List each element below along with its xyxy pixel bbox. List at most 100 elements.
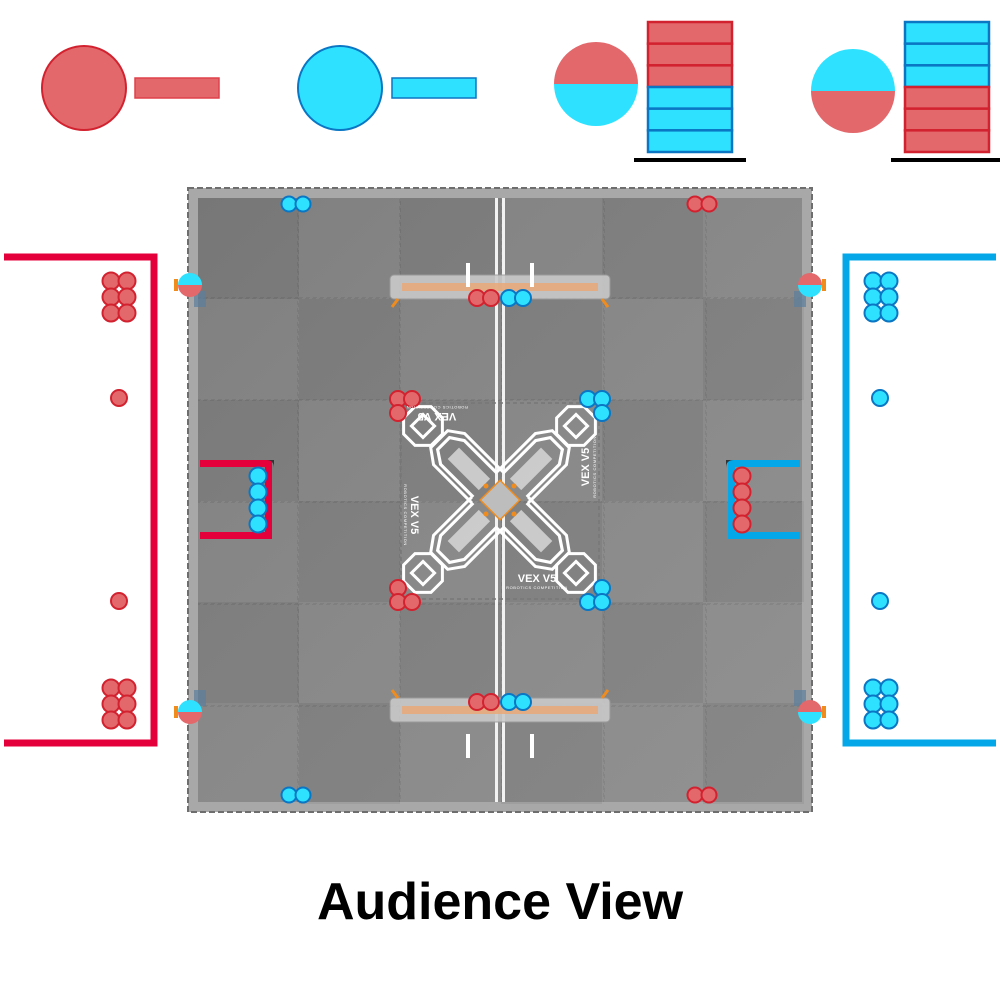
blue-over-red-stack bbox=[811, 20, 1000, 162]
red-goal-ring bbox=[732, 498, 752, 518]
stake-foot bbox=[600, 298, 610, 308]
red-half-ring bbox=[798, 273, 822, 285]
ladder-corner bbox=[483, 483, 489, 489]
diamond-outline bbox=[562, 559, 590, 587]
red-stake-ring bbox=[482, 693, 500, 711]
blue-ring-stack bbox=[863, 271, 899, 323]
blue-ring bbox=[863, 710, 883, 730]
red-ring bbox=[117, 694, 137, 714]
x-arm bbox=[496, 496, 571, 571]
red-ring-stack bbox=[101, 678, 137, 730]
blue-stake-ring bbox=[514, 693, 532, 711]
stake-post bbox=[530, 263, 534, 287]
blue-edge-ring bbox=[294, 195, 312, 213]
field-tile bbox=[198, 602, 299, 703]
arm-pad bbox=[509, 509, 553, 553]
ground-line bbox=[634, 158, 746, 162]
vex-logo-subtitle: ROBOTICS COMPETITION bbox=[506, 585, 568, 590]
arm-inner bbox=[435, 501, 499, 565]
red-single-ring bbox=[110, 389, 128, 407]
blue-ring-cluster bbox=[579, 390, 611, 422]
goal-rail bbox=[728, 460, 800, 467]
arm-pad bbox=[447, 509, 491, 553]
blue-goal-ring bbox=[248, 514, 268, 534]
corner-marker bbox=[555, 405, 597, 447]
legend bbox=[41, 20, 1000, 162]
red-stacked-ring-icon bbox=[903, 107, 991, 132]
red-ring bbox=[101, 678, 121, 698]
arm-pad bbox=[447, 447, 491, 491]
center-structure bbox=[400, 402, 600, 600]
field-tile bbox=[400, 602, 501, 703]
blue-single-ring bbox=[871, 389, 889, 407]
diamond-outline bbox=[562, 412, 590, 440]
diamond-outline bbox=[409, 559, 437, 587]
blue-edge-ring bbox=[294, 786, 312, 804]
field-tile bbox=[299, 501, 400, 602]
blue-alliance-goal bbox=[726, 460, 800, 539]
field-tile bbox=[602, 602, 703, 703]
arm-outer bbox=[429, 496, 504, 571]
post-bracket bbox=[174, 279, 178, 291]
blue-stake-icon bbox=[391, 77, 477, 99]
blue-stacked-ring-icon bbox=[903, 42, 991, 67]
arm-outer bbox=[496, 429, 571, 504]
blue-ring bbox=[863, 271, 883, 291]
stake-foot bbox=[600, 689, 610, 699]
blue-ring bbox=[863, 287, 883, 307]
field-tile bbox=[299, 703, 400, 804]
octagon-outline bbox=[555, 405, 597, 447]
ladder-corner bbox=[511, 511, 517, 517]
blue-ring bbox=[879, 271, 899, 291]
red-stacked-ring-icon bbox=[903, 129, 991, 154]
red-stacked-ring-icon bbox=[646, 20, 734, 45]
red-edge-ring bbox=[686, 195, 704, 213]
corner-post bbox=[794, 690, 826, 724]
goal-back bbox=[265, 460, 272, 539]
arm-pad bbox=[509, 447, 553, 491]
arm-outer bbox=[429, 429, 504, 504]
game-objects bbox=[174, 195, 826, 804]
post-base bbox=[194, 291, 206, 307]
blue-ring bbox=[879, 694, 899, 714]
blue-single-ring bbox=[871, 592, 889, 610]
stake-post bbox=[466, 263, 470, 287]
corner-post bbox=[174, 273, 206, 307]
field-tile bbox=[198, 400, 299, 501]
blue-ring bbox=[593, 593, 611, 611]
red-goal-ring bbox=[732, 482, 752, 502]
vex-logo-brand: VEX V5 bbox=[408, 496, 420, 535]
red-ring bbox=[389, 404, 407, 422]
goal-back bbox=[728, 460, 735, 539]
red-ring bbox=[117, 710, 137, 730]
red-ring bbox=[101, 287, 121, 307]
stake-post bbox=[530, 734, 534, 758]
arm-inner bbox=[501, 435, 565, 499]
red-ring bbox=[117, 678, 137, 698]
field-tile bbox=[703, 299, 804, 400]
vex-logo-brand: VEX V5 bbox=[418, 410, 457, 422]
blue-edge-ring bbox=[280, 786, 298, 804]
blue-goal-ring bbox=[248, 466, 268, 486]
red-edge-ring bbox=[686, 786, 704, 804]
neutral-wall-stake bbox=[389, 689, 611, 758]
field-tile bbox=[703, 501, 804, 602]
stake-post bbox=[466, 734, 470, 758]
field-tile bbox=[501, 299, 602, 400]
post-base bbox=[794, 690, 806, 706]
blue-ring bbox=[863, 694, 883, 714]
blue-half-ring bbox=[178, 273, 202, 285]
red-single-ring bbox=[110, 592, 128, 610]
red-alliance-goal bbox=[200, 460, 274, 539]
blue-ring-icon bbox=[297, 45, 383, 131]
red-half-ring-icon bbox=[554, 42, 638, 84]
ladder-top bbox=[479, 479, 521, 521]
corner-post bbox=[174, 690, 206, 724]
red-ring-stack bbox=[101, 271, 137, 323]
red-ring bbox=[101, 271, 121, 291]
red-edge-ring bbox=[700, 195, 718, 213]
red-ring bbox=[117, 303, 137, 323]
